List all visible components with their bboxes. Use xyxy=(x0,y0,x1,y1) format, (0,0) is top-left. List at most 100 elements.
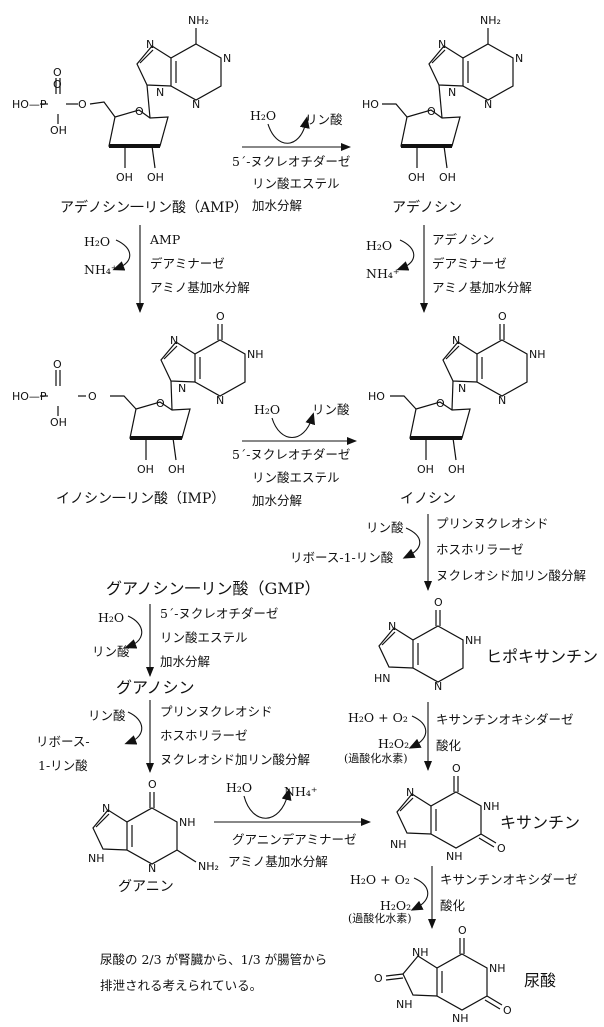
guanine-n: N xyxy=(148,862,156,875)
r1-out: リン酸 xyxy=(305,112,343,127)
guanine-nh: NH xyxy=(88,852,105,865)
r1-in: H₂O xyxy=(250,108,276,123)
amp-oh: OH xyxy=(50,124,67,137)
r2-out: NH₄⁺ xyxy=(84,262,117,277)
curved-arrow-r8 xyxy=(243,788,292,819)
amp-n: N xyxy=(146,38,154,51)
r2-enzyme-2: デアミナーゼ xyxy=(150,256,225,271)
adenosine-structure xyxy=(382,28,514,169)
note-line-2: 排泄される考えられている。 xyxy=(100,978,262,993)
amp-o: O xyxy=(135,105,144,118)
imp-label: イノシン一リン酸（IMP） xyxy=(56,491,225,507)
r4-enzyme-2: リン酸エステル xyxy=(252,470,340,485)
r6-enzyme-1: 5´-ヌクレオチダーゼ xyxy=(160,606,278,621)
curved-arrow-r2 xyxy=(112,239,131,271)
hypoxanthine-n: N xyxy=(388,620,396,633)
curved-arrow-r9 xyxy=(408,715,427,749)
amp-o: O xyxy=(53,78,62,91)
r10-out-note: (過酸化水素) xyxy=(348,911,412,925)
uric-acid-label: 尿酸 xyxy=(524,971,556,990)
xanthine-nh: NH xyxy=(446,850,463,863)
hypoxanthine-label: ヒポキサンチン xyxy=(486,647,598,666)
curved-arrow-r7 xyxy=(124,711,143,745)
imp-o: O xyxy=(53,358,62,371)
imp-o: O xyxy=(88,390,97,403)
amp-nh2: NH₂ xyxy=(188,14,209,27)
r10-out: H₂O₂ xyxy=(380,898,411,913)
adenosine-oh: OH xyxy=(439,171,456,184)
r8-enzyme-1: グアニンデアミナーゼ xyxy=(232,832,357,847)
amp-n: N xyxy=(223,52,231,65)
hypoxanthine-nh: NH xyxy=(465,634,482,647)
amp-ho-p: HO—P xyxy=(12,98,47,111)
amp-label: アデノシン一リン酸（AMP） xyxy=(60,199,248,216)
adenosine-oh: OH xyxy=(408,171,425,184)
r3-enzyme-3: アミノ基加水分解 xyxy=(432,280,532,295)
r4-in: H₂O xyxy=(254,402,280,417)
r3-out: NH₄⁺ xyxy=(366,266,399,281)
inosine-o: O xyxy=(436,397,445,410)
imp-structure xyxy=(40,324,246,461)
inosine-n: N xyxy=(458,382,466,395)
r3-enzyme-1: アデノシン xyxy=(432,232,495,247)
r1-enzyme-2: リン酸エステル xyxy=(252,176,340,191)
uric-acid-structure xyxy=(385,938,503,1011)
curved-arrow-r1 xyxy=(267,116,310,144)
hypoxanthine-nh: HN xyxy=(374,672,391,685)
curved-arrow-r10 xyxy=(410,877,429,911)
imp-o: O xyxy=(156,397,165,410)
uric-acid-nh: NH xyxy=(489,962,506,975)
imp-o: O xyxy=(216,310,225,323)
guanine-nh2: NH₂ xyxy=(198,860,219,873)
inosine-oh: OH xyxy=(448,463,465,476)
adenosine-n: N xyxy=(515,52,523,65)
gmp-label: グアノシン一リン酸（GMP） xyxy=(106,579,321,598)
uric-acid-o: O xyxy=(458,924,467,937)
r7-enzyme-2: ホスホリラーゼ xyxy=(160,728,248,743)
inosine-n: N xyxy=(498,394,506,407)
r6-enzyme-3: 加水分解 xyxy=(160,654,210,669)
adenosine-nh2: NH₂ xyxy=(480,14,501,27)
r1-enzyme-1: 5´-ヌクレオチダーゼ xyxy=(232,154,350,169)
inosine-nh: NH xyxy=(529,348,546,361)
r9-out: H₂O₂ xyxy=(378,736,409,751)
note-line-1: 尿酸の 2/3 が腎臓から、1/3 が腸管から xyxy=(100,952,327,967)
xanthine-nh: NH xyxy=(483,800,500,813)
r5-out: リボース-1-リン酸 xyxy=(290,550,394,565)
uric-acid-o: O xyxy=(503,1004,512,1017)
r4-out: リン酸 xyxy=(312,402,350,417)
uric-acid-nh: NH xyxy=(452,1012,469,1025)
r5-enzyme-1: プリンヌクレオシド xyxy=(436,516,549,531)
imp-oh: OH xyxy=(50,416,67,429)
xanthine-o: O xyxy=(497,842,506,855)
xanthine-o: O xyxy=(452,762,461,775)
amp-structure xyxy=(40,28,222,169)
amp-o: O xyxy=(53,66,62,79)
r6-enzyme-2: リン酸エステル xyxy=(160,630,248,645)
imp-nh: NH xyxy=(247,348,264,361)
adenosine-n: N xyxy=(484,98,492,111)
r7-in: リン酸 xyxy=(88,708,126,723)
imp-ho-p: HO—P xyxy=(12,390,47,403)
r3-in: H₂O xyxy=(366,238,392,253)
adenosine-n: N xyxy=(438,38,446,51)
r1-enzyme-3: 加水分解 xyxy=(252,198,302,213)
adenosine-ho: HO xyxy=(362,98,379,111)
r9-in: H₂O + O₂ xyxy=(348,710,408,725)
curved-arrow-r3 xyxy=(396,239,415,271)
imp-n: N xyxy=(216,394,224,407)
imp-n: N xyxy=(178,382,186,395)
imp-oh: OH xyxy=(137,463,154,476)
amp-oh: OH xyxy=(116,171,133,184)
amp-n: N xyxy=(192,98,200,111)
xanthine-n: N xyxy=(406,786,414,799)
guanine-n: N xyxy=(102,802,110,815)
hypoxanthine-n: N xyxy=(434,680,442,693)
r5-in: リン酸 xyxy=(366,520,404,535)
r8-enzyme-2: アミノ基加水分解 xyxy=(228,854,328,869)
r9-enzyme-1: キサンチンオキシダーゼ xyxy=(436,712,574,727)
r9-out-note: (過酸化水素) xyxy=(344,751,408,765)
curved-arrow-r6 xyxy=(124,615,143,649)
adenosine-n: N xyxy=(448,86,456,99)
r7-out-a: リボース- xyxy=(36,734,90,749)
